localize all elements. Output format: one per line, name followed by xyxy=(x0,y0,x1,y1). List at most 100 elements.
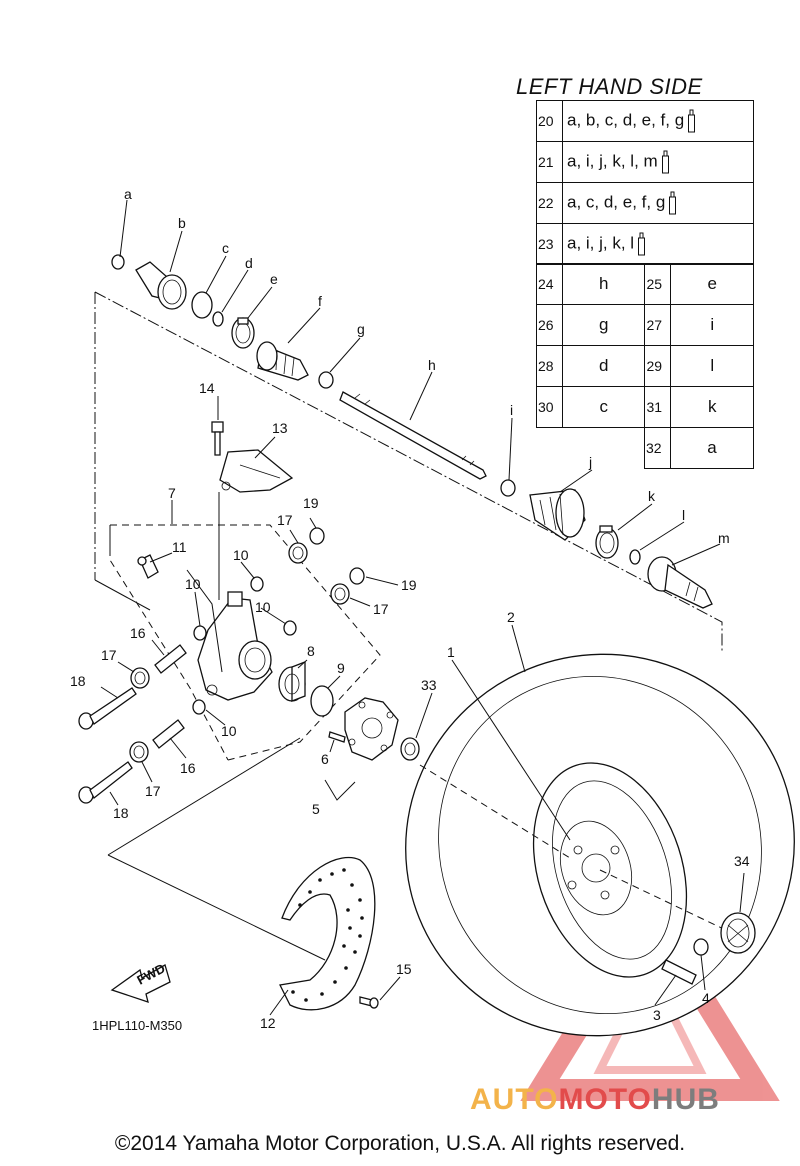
bushing-10a xyxy=(193,625,207,641)
row-number: 28 xyxy=(536,345,563,387)
nut-4 xyxy=(693,938,709,956)
bolt-15 xyxy=(359,996,379,1009)
row-number: 26 xyxy=(536,304,563,346)
bolt-14 xyxy=(211,421,224,456)
diagram-code: 1HPL110-M350 xyxy=(92,1018,183,1033)
copyright-notice: ©2014 Yamaha Motor Corporation, U.S.A. A… xyxy=(114,1132,686,1155)
row-value: a xyxy=(670,427,754,469)
drive-shaft-h xyxy=(339,391,487,480)
torque-last-row: 32 a xyxy=(644,427,754,469)
grease-tube-icon xyxy=(688,109,696,133)
label-5: 5 xyxy=(312,801,320,817)
seal-17b xyxy=(330,583,350,605)
band-k xyxy=(595,525,619,559)
label-l: l xyxy=(682,507,685,523)
row-value: c xyxy=(561,386,646,428)
fwd-arrow-icon: FWD xyxy=(110,961,171,1003)
row-value: g xyxy=(561,304,646,346)
knuckle-carrier xyxy=(197,591,273,701)
label-18b: 18 xyxy=(113,805,129,821)
row-number: 21 xyxy=(536,141,563,183)
table-row: 24 h 25 e xyxy=(536,263,754,305)
label-a: a xyxy=(124,186,132,202)
label-f: f xyxy=(318,293,322,309)
label-15: 15 xyxy=(396,961,412,977)
table-row: 23 a, i, j, k, l xyxy=(536,223,754,265)
label-12: 12 xyxy=(260,1015,276,1031)
boot-f xyxy=(256,341,309,381)
label-m: m xyxy=(718,530,730,546)
label-19a: 19 xyxy=(303,495,319,511)
row-number: 31 xyxy=(644,386,672,428)
table-row: 20 a, b, c, d, e, f, g xyxy=(536,100,754,142)
grease-nipple-11 xyxy=(137,554,159,579)
wheel-cap-34 xyxy=(720,912,756,954)
collar-16b xyxy=(152,719,185,749)
row-parts: a, i, j, k, l, m xyxy=(567,151,658,171)
label-8: 8 xyxy=(307,643,315,659)
row-number: 23 xyxy=(536,223,563,265)
label-10c: 10 xyxy=(255,599,271,615)
hub-5 xyxy=(344,697,399,761)
stud-3 xyxy=(661,959,697,985)
ring-c xyxy=(191,291,213,319)
row-number: 24 xyxy=(536,263,563,305)
guard-plate-13 xyxy=(219,449,294,493)
row-number: 22 xyxy=(536,182,563,224)
label-33: 33 xyxy=(421,677,437,693)
row-value: l xyxy=(670,345,754,387)
row-number: 25 xyxy=(644,263,672,305)
row-parts: a, c, d, e, f, g xyxy=(567,192,666,212)
table-row: 30 c 31 k xyxy=(536,386,754,428)
band-i xyxy=(500,479,516,497)
label-1: 1 xyxy=(447,644,455,660)
watermark-text: AUTOMOTOHUB xyxy=(470,1083,720,1116)
label-17a: 17 xyxy=(277,512,293,528)
label-2: 2 xyxy=(507,609,515,625)
label-34: 34 xyxy=(734,853,750,869)
label-k: k xyxy=(648,488,656,504)
group-7-bracket xyxy=(109,500,381,761)
band-g xyxy=(318,371,334,389)
grease-tube-icon xyxy=(638,232,646,256)
grease-tube-icon xyxy=(669,191,677,215)
circlip-9 xyxy=(310,685,334,717)
label-h: h xyxy=(428,357,436,373)
label-e: e xyxy=(270,271,278,287)
label-b: b xyxy=(178,215,186,231)
label-7: 7 xyxy=(168,485,176,501)
label-16b: 16 xyxy=(180,760,196,776)
label-17b: 17 xyxy=(373,601,389,617)
band-e xyxy=(231,317,255,349)
label-9: 9 xyxy=(337,660,345,676)
label-18a: 18 xyxy=(70,673,86,689)
bearing-8 xyxy=(278,661,306,702)
label-19b: 19 xyxy=(401,577,417,593)
row-number: 20 xyxy=(536,100,563,142)
label-10b: 10 xyxy=(185,576,201,592)
part-labels: a b c d e f g h i j k l m 1 2 3 4 5 6 7 … xyxy=(70,186,750,1031)
row-number: 32 xyxy=(644,427,671,469)
label-10a: 10 xyxy=(233,547,249,563)
stud-6 xyxy=(328,731,346,743)
label-16a: 16 xyxy=(130,625,146,641)
label-11: 11 xyxy=(172,539,187,555)
table-row: 22 a, c, d, e, f, g xyxy=(536,182,754,224)
row-parts: a, b, c, d, e, f, g xyxy=(567,110,685,130)
label-17c: 17 xyxy=(101,647,117,663)
cap-19b xyxy=(349,567,365,585)
leader-lines xyxy=(100,199,745,1016)
collar-16a xyxy=(154,644,187,674)
label-17d: 17 xyxy=(145,783,161,799)
label-c: c xyxy=(222,240,229,256)
clip-l xyxy=(629,549,641,565)
table-row: 26 g 27 i xyxy=(536,304,754,346)
row-parts: a, i, j, k, l xyxy=(567,233,635,253)
label-6: 6 xyxy=(321,751,329,767)
row-value: i xyxy=(670,304,754,346)
cap-19a xyxy=(309,527,325,545)
bolt-18b xyxy=(78,761,133,804)
label-j: j xyxy=(588,454,592,470)
row-value: h xyxy=(561,263,646,305)
label-10d: 10 xyxy=(221,723,237,739)
